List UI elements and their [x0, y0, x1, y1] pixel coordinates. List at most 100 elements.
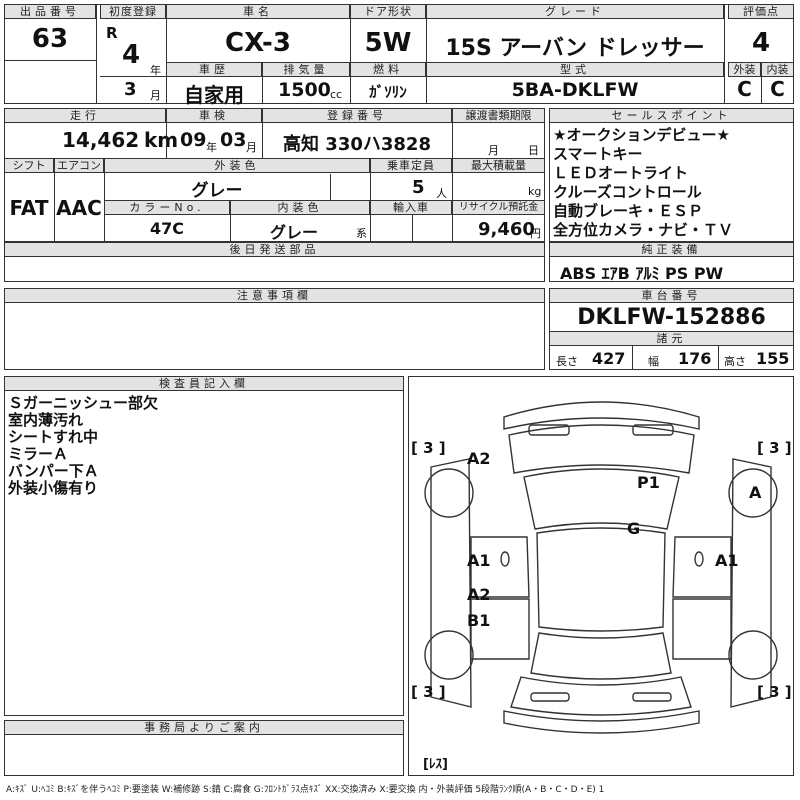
rear-light-left	[530, 692, 570, 702]
windshield	[523, 468, 680, 530]
specs-label: 諸元	[549, 331, 794, 346]
displacement-unit: cc	[330, 88, 343, 101]
inspector-label: 検査員記入欄	[4, 376, 404, 391]
corner-rating-rear-left: [ 3 ]	[411, 683, 446, 701]
inspection-label: 車検	[166, 108, 262, 123]
fuel-label: 燃料	[350, 62, 426, 77]
import-label: 輸入車	[370, 200, 452, 215]
damage-diagram: [ 3 ] [ 3 ] [ 3 ] [ 3 ] A2 P1 A G A1 A1 …	[408, 376, 794, 776]
damage-mark-a2-rear: A2	[467, 585, 491, 604]
first-reg-year: 4	[122, 40, 141, 70]
displacement-label: 排気量	[262, 62, 350, 77]
equipment: ABS ｴｱB ｱﾙﾐ PS PW	[560, 264, 724, 283]
sales-points-list: ★オークションデビュー★ スマートキー ＬＥＤオートライト クルーズコントロール…	[553, 126, 793, 240]
trunk	[510, 676, 692, 716]
hood	[508, 424, 695, 474]
first-reg-month-unit: 月	[150, 89, 161, 102]
length: 427	[592, 349, 626, 368]
inspection-year: 09	[180, 129, 207, 151]
front-light-right	[632, 424, 674, 436]
damage-mark-a1-left: A1	[467, 551, 491, 570]
transfer-month-unit: 月	[488, 144, 499, 157]
grade-label: グレード	[426, 4, 724, 19]
chassis-label: 車台番号	[549, 288, 794, 303]
model-code: 5BA-DKLFW	[511, 79, 639, 101]
ext-score: C	[737, 77, 752, 101]
capacity-label: 乗車定員	[370, 158, 452, 173]
wheel-rear-left	[424, 630, 474, 680]
max-load-label: 最大積載量	[452, 158, 545, 173]
front-door-right	[672, 536, 732, 598]
rez-mark: [ﾚｽ]	[423, 757, 448, 772]
damage-mark-p1: P1	[637, 473, 660, 492]
mirror-right	[694, 551, 704, 567]
car-name: CX-3	[225, 28, 291, 58]
interior-color-unit: 系	[356, 227, 367, 240]
corner-rating-front-right: [ 3 ]	[757, 439, 792, 457]
inspector-note: 室内薄汚れ	[8, 411, 84, 429]
damage-mark-a2-front: A2	[467, 449, 491, 468]
wheel-front-right	[728, 468, 778, 518]
inspection-month-unit: 月	[246, 141, 257, 154]
car-outline-diagram	[424, 401, 778, 734]
exterior-color-label: 外装色	[104, 158, 370, 173]
sales-point: ＬＥＤオートライト	[553, 164, 689, 182]
mirror-left	[500, 551, 510, 567]
wheel-rear-right	[728, 630, 778, 680]
interior-color-label: 内装色	[230, 200, 370, 215]
displacement: 1500	[278, 79, 331, 101]
roof	[536, 527, 666, 632]
exterior-color: グレー	[191, 181, 243, 201]
later-parts-label: 後日発送部品	[4, 242, 545, 257]
transfer-label: 譲渡書類期限	[452, 108, 545, 123]
inspector-note: バンパー下Ａ	[8, 462, 99, 480]
first-reg-label: 初度登録	[100, 4, 166, 19]
color-no-label: カラーNo.	[104, 200, 230, 215]
grade: 15S アーバン ドレッサー	[445, 36, 705, 61]
height: 155	[756, 349, 790, 368]
transfer-day-unit: 日	[528, 144, 539, 157]
mileage: 14,462	[62, 128, 140, 152]
capacity: 5	[412, 177, 425, 198]
damage-mark-b1: B1	[467, 611, 491, 630]
shift: FAT	[9, 196, 49, 220]
capacity-unit: 人	[436, 187, 447, 200]
aircon: AAC	[56, 196, 102, 220]
length-label: 長さ	[556, 355, 578, 368]
lot-label: 出品番号	[4, 4, 96, 19]
legend: A:ｷｽﾞ U:ﾍｺﾐ B:ｷｽﾞを伴うﾍｺﾐ P:要塗装 W:補修跡 S:錆 …	[6, 785, 605, 795]
mileage-unit: km	[144, 128, 179, 152]
sales-point: クルーズコントロール	[553, 183, 702, 201]
office-label: 事務局よりご案内	[4, 720, 404, 735]
corner-rating-front-left: [ 3 ]	[411, 439, 446, 457]
width: 176	[678, 349, 712, 368]
inspection-month: 03	[220, 129, 247, 151]
damage-mark-a-right: A	[749, 483, 762, 502]
height-label: 高さ	[724, 355, 746, 368]
color-no: 47C	[149, 219, 184, 238]
door-type: 5W	[364, 28, 412, 58]
damage-mark-a1-right: A1	[715, 551, 739, 570]
first-reg-year-unit: 年	[150, 64, 161, 77]
damage-mark-g: G	[627, 519, 641, 538]
wheel-front-left	[424, 468, 474, 518]
int-score-label: 内装	[761, 62, 794, 77]
chassis-number: DKLFW-152886	[577, 305, 766, 330]
sales-point: スマートキー	[553, 145, 643, 163]
sales-points-label: セールスポイント	[549, 108, 794, 123]
rear-bumper	[503, 710, 700, 734]
rear-door-left	[470, 598, 530, 660]
caution-label: 注意事項欄	[4, 288, 545, 303]
rear-light-right	[632, 692, 672, 702]
aircon-label: エアコン	[54, 158, 104, 173]
fuel: ｶﾞｿﾘﾝ	[369, 83, 407, 101]
recycle-label: リサイクル預託金	[452, 200, 545, 215]
inspector-note: ミラーＡ	[8, 445, 69, 463]
model-label: 型式	[426, 62, 724, 77]
rear-window	[530, 632, 672, 680]
front-door-left	[470, 536, 530, 598]
int-score: C	[770, 77, 785, 101]
recycle-unit: 円	[530, 227, 541, 240]
right-side-body	[730, 458, 772, 708]
sales-point: ★オークションデビュー★	[553, 126, 730, 144]
